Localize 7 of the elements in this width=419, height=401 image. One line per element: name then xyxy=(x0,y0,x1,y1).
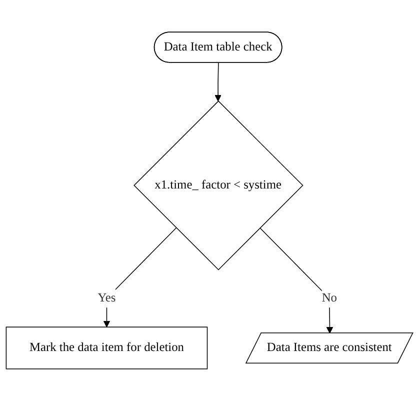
edge-label: No xyxy=(322,291,337,305)
node-diamond: x1.time_ factor < systime xyxy=(134,100,304,270)
arrow xyxy=(260,227,334,334)
arrow xyxy=(103,227,177,328)
node-box: Mark the data item for deletion xyxy=(6,326,208,370)
arrow xyxy=(214,62,222,102)
edge-label: Yes xyxy=(98,291,116,305)
